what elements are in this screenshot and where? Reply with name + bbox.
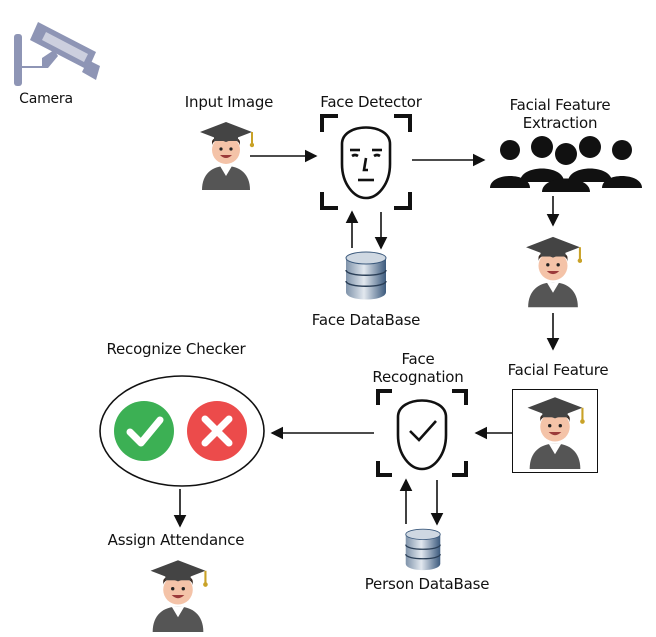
database-icon: [345, 251, 387, 300]
face-scan-icon: [320, 114, 412, 210]
input-image-label: Input Image: [184, 93, 274, 111]
graduate-student-icon: [200, 122, 255, 190]
facial-feature-label: Facial Feature: [507, 361, 609, 379]
face-detector-node: [320, 114, 412, 210]
user-group-icon: [490, 136, 642, 192]
recognize-checker-node: [98, 374, 266, 488]
face-recognation-label: Face Recognation: [372, 350, 464, 386]
camera-label: Camera: [19, 91, 73, 107]
recognize-checker-label: Recognize Checker: [106, 340, 246, 358]
recognize-checker-ellipse: [99, 375, 265, 487]
face-detector-label: Face Detector: [320, 93, 422, 111]
face-database-label: Face DataBase: [311, 311, 421, 329]
security-camera-icon: [14, 22, 100, 86]
facial-feature-extraction-node: [484, 136, 648, 192]
input-image-student: [198, 118, 255, 190]
face-verify-icon: [376, 389, 468, 477]
face-database-node: [344, 250, 388, 300]
graduate-student-icon: [150, 560, 208, 632]
face-recognation-node: [376, 389, 468, 477]
assign-attendance-student: [148, 556, 208, 632]
camera-node: [8, 8, 100, 90]
assign-attendance-label: Assign Attendance: [107, 531, 245, 549]
cross-icon: [187, 401, 247, 461]
database-icon: [405, 528, 441, 571]
graduate-student-icon: [527, 397, 585, 469]
graduate-student-icon: [526, 236, 583, 308]
person-database-label: Person DataBase: [364, 575, 490, 593]
person-database-node: [404, 527, 442, 571]
facial-feature-box: [512, 389, 598, 473]
facial-feature-extraction-label: Facial Feature Extraction: [509, 96, 611, 132]
extracted-student: [524, 232, 583, 308]
check-icon: [114, 401, 174, 461]
